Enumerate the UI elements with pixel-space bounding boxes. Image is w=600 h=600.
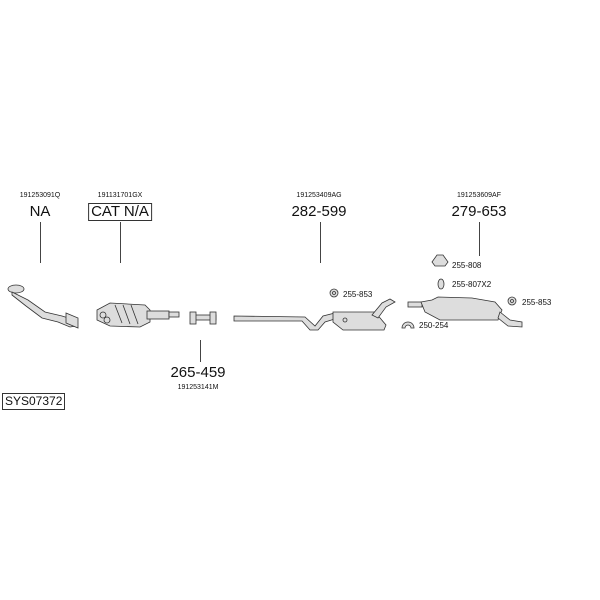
rear-silencer-part[interactable]	[407, 296, 523, 328]
leader-line	[479, 222, 480, 256]
clamp-icon	[401, 321, 415, 329]
part-ref[interactable]: NA	[29, 203, 51, 220]
front-pipe-part[interactable]	[7, 284, 79, 329]
center-silencer-part[interactable]	[233, 298, 396, 331]
nut-icon	[329, 288, 339, 298]
part-number: 191253141M	[177, 384, 219, 391]
accessory-label[interactable]: 255-808	[452, 261, 482, 270]
part-number: 191253609AF	[457, 192, 501, 199]
nut-icon	[507, 296, 517, 306]
clamp-265-459-part[interactable]	[189, 311, 217, 325]
system-code: SYS07372	[2, 393, 66, 410]
part-number: 191253409AG	[296, 192, 342, 199]
part-ref[interactable]: 279-653	[451, 203, 507, 220]
part-ref[interactable]: 265-459	[170, 364, 226, 381]
part-number: 191131701GX	[97, 192, 143, 199]
accessory-label[interactable]: 255-853	[343, 290, 373, 299]
part-number: 191253091Q	[19, 192, 61, 199]
accessory-label[interactable]: 250-254	[419, 321, 449, 330]
leader-line	[120, 222, 121, 263]
leader-line	[40, 222, 41, 263]
hanger-icon	[431, 254, 449, 267]
catalytic-converter-part[interactable]	[96, 302, 180, 328]
leader-line	[200, 340, 201, 362]
rubber-ring-icon	[437, 278, 445, 290]
accessory-label[interactable]: 255-853	[522, 298, 552, 307]
part-ref[interactable]: CAT N/A	[88, 203, 152, 221]
leader-line	[320, 222, 321, 263]
part-ref[interactable]: 282-599	[291, 203, 347, 220]
accessory-label[interactable]: 255-807X2	[452, 280, 492, 289]
